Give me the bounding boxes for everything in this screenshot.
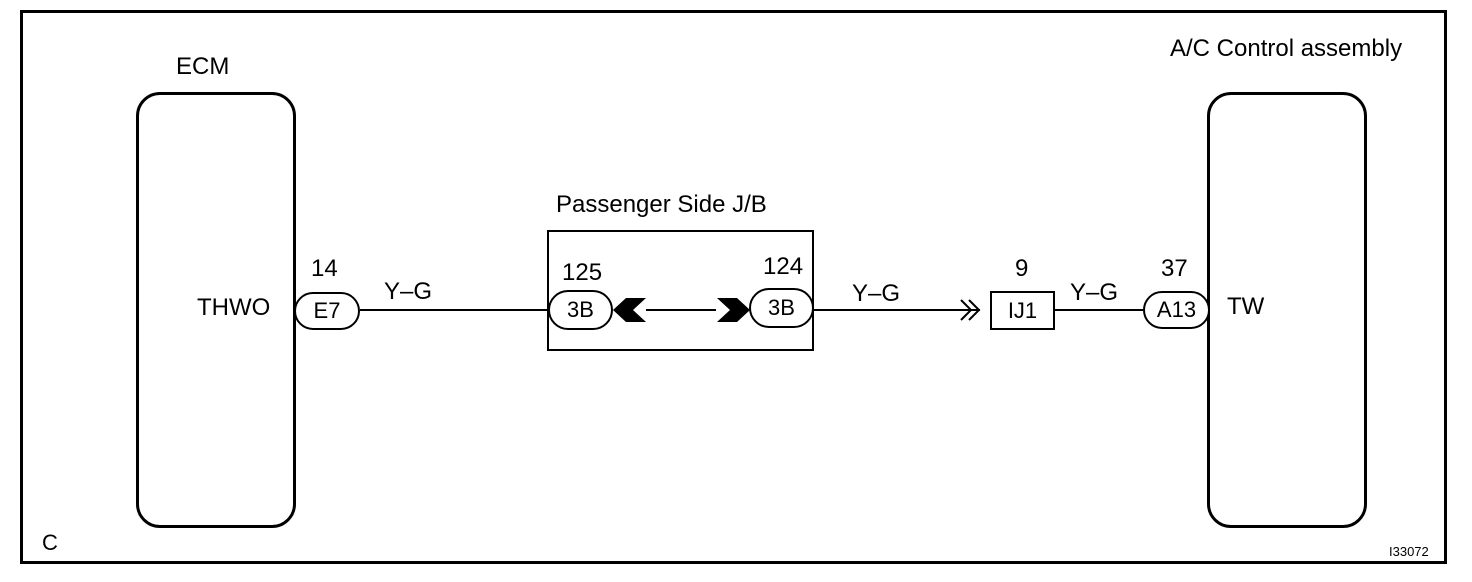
ij1-connector: IJ1 bbox=[990, 291, 1055, 330]
a13-pin-number: 37 bbox=[1161, 255, 1188, 282]
wire-label-2: Y–G bbox=[852, 280, 901, 307]
ij1-chevron-icon bbox=[960, 299, 973, 321]
jb-right-pin-number: 124 bbox=[763, 253, 804, 280]
ac-terminal-label: TW bbox=[1227, 293, 1265, 320]
corner-letter: C bbox=[42, 530, 58, 555]
ac-title: A/C Control assembly bbox=[1170, 35, 1403, 62]
wire-label-3: Y–G bbox=[1070, 279, 1119, 306]
e7-pin-number: 14 bbox=[311, 255, 338, 282]
jb-left-pin-number: 125 bbox=[562, 259, 603, 286]
e7-connector: E7 bbox=[294, 292, 360, 330]
ecm-title: ECM bbox=[176, 53, 230, 80]
ecm-terminal-label: THWO bbox=[197, 294, 271, 321]
jb-left-arrow-icon bbox=[613, 298, 646, 322]
wire-label-1: Y–G bbox=[384, 278, 433, 305]
figure-id: I33072 bbox=[1389, 544, 1429, 559]
a13-connector: A13 bbox=[1143, 291, 1210, 329]
jb-right-arrow-icon bbox=[717, 298, 750, 322]
jb-left-connector: 3B bbox=[548, 290, 613, 330]
jb-right-connector: 3B bbox=[749, 288, 814, 328]
jb-title: Passenger Side J/B bbox=[556, 191, 767, 218]
ij1-pin-number: 9 bbox=[1015, 255, 1029, 282]
jb-box bbox=[547, 230, 814, 351]
diagram-frame bbox=[20, 10, 1447, 564]
